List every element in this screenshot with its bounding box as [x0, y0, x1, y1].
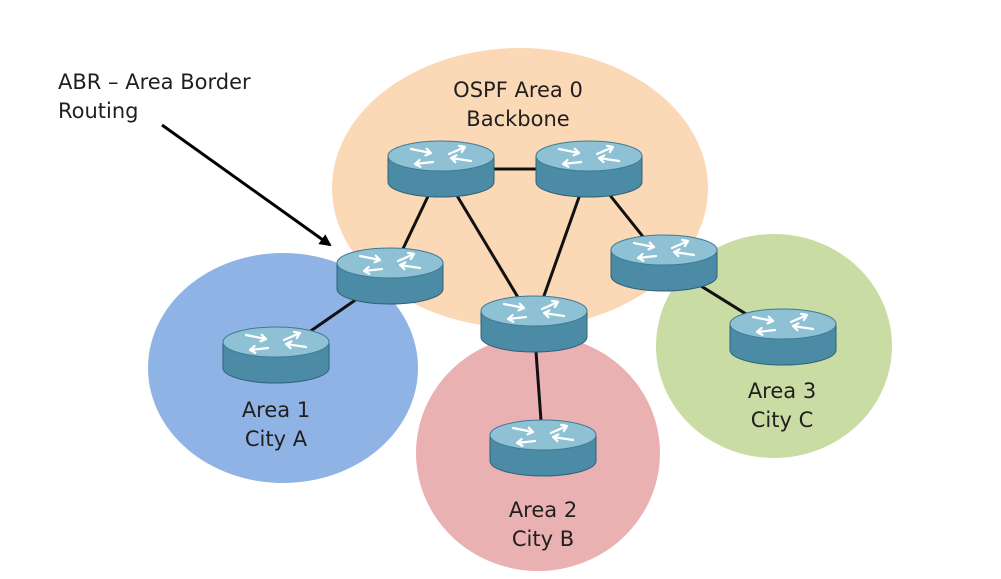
- area-0-label: OSPF Area 0 Backbone: [453, 76, 583, 134]
- area-3-label: Area 3 City C: [748, 377, 816, 435]
- area-1-title: Area 1: [241, 398, 311, 422]
- router-icon: [222, 326, 330, 384]
- router-icon: [480, 295, 588, 353]
- abr-annotation-line1: ABR – Area Border: [58, 70, 251, 94]
- area-2-subtitle: City B: [511, 527, 575, 551]
- router-icon: [336, 247, 444, 305]
- area-1-label: Area 1 City A: [242, 396, 310, 454]
- area-2-label: Area 2 City B: [509, 496, 577, 554]
- area-3-subtitle: City C: [750, 408, 814, 432]
- abr-annotation-arrow: [161, 123, 332, 247]
- area-0-title: OSPF Area 0: [453, 78, 583, 102]
- abr-annotation: ABR – Area Border Routing: [58, 68, 251, 126]
- area-3-title: Area 3: [747, 379, 817, 403]
- router-icon: [387, 140, 495, 198]
- router-icon: [610, 234, 718, 292]
- abr-annotation-line2: Routing: [58, 99, 139, 123]
- router-icon: [489, 419, 597, 477]
- area-1-subtitle: City A: [244, 427, 308, 451]
- router-icon: [535, 140, 643, 198]
- area-2-title: Area 2: [508, 498, 578, 522]
- router-icon: [729, 308, 837, 366]
- routers-layer: [222, 140, 837, 477]
- area-0-subtitle: Backbone: [466, 107, 570, 131]
